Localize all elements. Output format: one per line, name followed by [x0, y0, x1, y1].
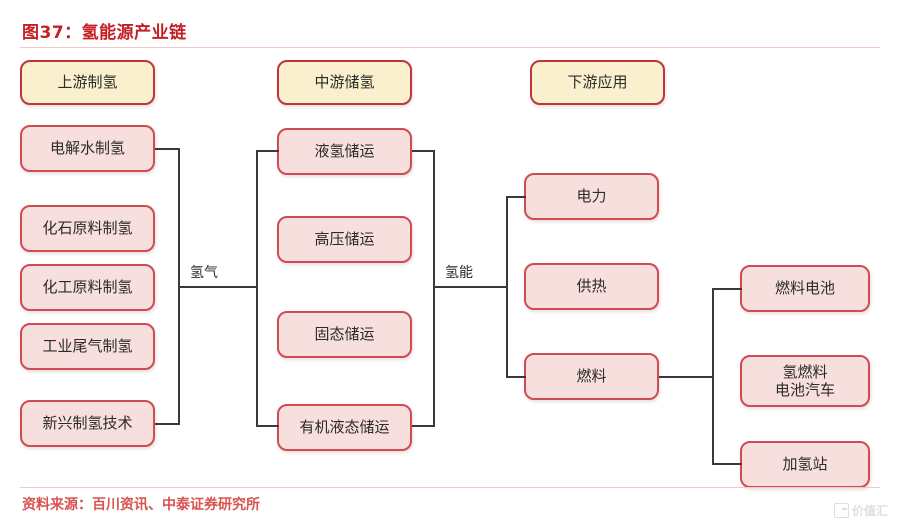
- header-label-downstream: 下游应用: [567, 73, 628, 92]
- node-label: 工业尾气制氢: [42, 337, 133, 356]
- node-label: 燃料: [576, 367, 607, 386]
- node-fossil-feedstock-hydrogen[interactable]: 化石原料制氢: [20, 205, 155, 252]
- node-organic-liquid-storage[interactable]: 有机液态储运: [277, 404, 412, 451]
- connector-midstream-bottom-stub: [256, 425, 279, 427]
- node-label: 化石原料制氢: [42, 219, 133, 238]
- node-heat-supply[interactable]: 供热: [524, 263, 659, 310]
- page-title: 图37：氢能源产业链: [22, 23, 187, 43]
- node-label: 新兴制氢技术: [42, 414, 133, 433]
- connector-midstream-out-top-stub: [412, 150, 435, 152]
- watermark: 价值汇: [833, 502, 888, 519]
- edge-label-hydrogen-energy: 氢能: [445, 265, 473, 281]
- node-solid-state-storage[interactable]: 固态储运: [277, 311, 412, 358]
- footer-divider: [20, 487, 880, 488]
- node-label: 固态储运: [314, 325, 375, 344]
- connector-downstream-top-stub: [506, 196, 526, 198]
- connector-upstream-top-stub: [155, 148, 180, 150]
- node-fuel-cell-vehicle[interactable]: 氢燃料 电池汽车: [740, 355, 870, 407]
- watermark-label: 价值汇: [851, 504, 888, 518]
- edge-label-hydrogen-gas: 氢气: [190, 265, 218, 281]
- connector-midstream-left-bus: [256, 150, 258, 425]
- node-hydrogen-refueling-station[interactable]: 加氢站: [740, 441, 870, 488]
- node-electrolysis-hydrogen[interactable]: 电解水制氢: [20, 125, 155, 172]
- connector-applications-bottom-stub: [712, 463, 742, 465]
- node-label: 氢燃料 电池汽车: [774, 362, 835, 399]
- connector-hydrogen-energy-link: [433, 286, 508, 288]
- source-note: 资料来源：百川资讯、中泰证券研究所: [22, 497, 260, 513]
- node-label: 加氢站: [782, 455, 828, 474]
- node-label: 有机液态储运: [299, 418, 390, 437]
- watermark-logo-icon: [833, 503, 849, 518]
- connector-downstream-bottom-stub: [506, 376, 526, 378]
- node-label: 高压储运: [314, 230, 375, 249]
- node-label: 燃料电池: [774, 279, 835, 298]
- node-high-pressure-storage[interactable]: 高压储运: [277, 216, 412, 263]
- connector-downstream-bus: [506, 196, 508, 377]
- header-label-midstream: 中游储氢: [314, 73, 375, 92]
- connector-upstream-bottom-stub: [155, 423, 180, 425]
- node-label: 电解水制氢: [49, 139, 125, 158]
- node-fuel[interactable]: 燃料: [524, 353, 659, 400]
- header-box-downstream[interactable]: 下游应用: [530, 60, 665, 105]
- node-label: 液氢储运: [314, 142, 375, 161]
- node-emerging-hydrogen-tech[interactable]: 新兴制氢技术: [20, 400, 155, 447]
- connector-hydrogen-gas-link: [178, 286, 258, 288]
- node-fuel-cell[interactable]: 燃料电池: [740, 265, 870, 312]
- header-box-upstream[interactable]: 上游制氢: [20, 60, 155, 105]
- header-label-upstream: 上游制氢: [57, 73, 118, 92]
- header-box-midstream[interactable]: 中游储氢: [277, 60, 412, 105]
- node-industrial-offgas-hydrogen[interactable]: 工业尾气制氢: [20, 323, 155, 370]
- node-label: 供热: [576, 277, 607, 296]
- title-divider: [20, 47, 880, 48]
- connector-midstream-out-bottom-stub: [412, 425, 435, 427]
- node-label: 化工原料制氢: [42, 278, 133, 297]
- node-label: 电力: [576, 187, 607, 206]
- node-electric-power[interactable]: 电力: [524, 173, 659, 220]
- connector-midstream-top-stub: [256, 150, 279, 152]
- connector-applications-top-stub: [712, 288, 742, 290]
- node-liquid-hydrogen-storage[interactable]: 液氢储运: [277, 128, 412, 175]
- connector-fuel-out-stub: [659, 376, 714, 378]
- connector-applications-bus: [712, 288, 714, 465]
- node-chemical-feedstock-hydrogen[interactable]: 化工原料制氢: [20, 264, 155, 311]
